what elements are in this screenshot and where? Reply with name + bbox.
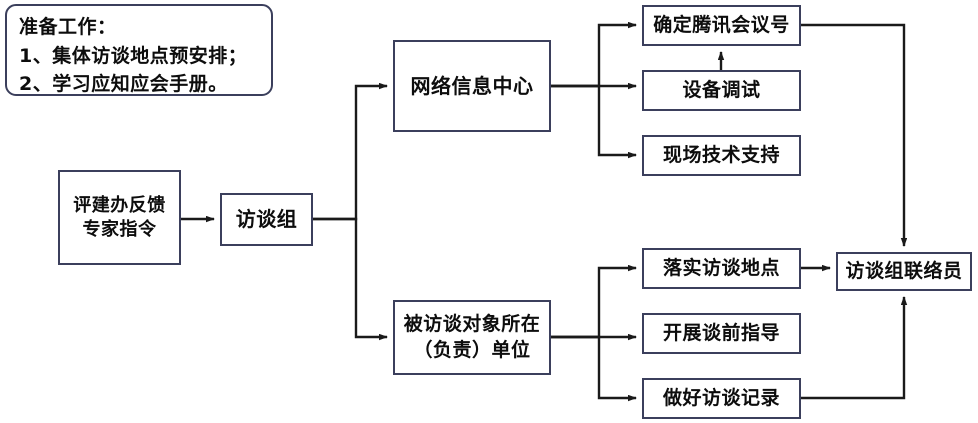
preparation-note-line-1: 准备工作： xyxy=(19,16,117,38)
node-pre-guidance[interactable]: 开展谈前指导 xyxy=(642,313,801,354)
node-meeting-id-label: 确定腾讯会议号 xyxy=(653,13,790,36)
node-network-center[interactable]: 网络信息中心 xyxy=(393,40,551,132)
node-network-center-label: 网络信息中心 xyxy=(410,73,534,98)
node-meeting-id[interactable]: 确定腾讯会议号 xyxy=(642,5,801,46)
edge-meetingid-to-liaison xyxy=(801,23,908,247)
node-interviewee-unit[interactable]: 被访谈对象所在 （负责）单位 xyxy=(393,300,551,375)
edge-netcenter-to-meetingid xyxy=(551,21,637,88)
edge-record-to-liaison xyxy=(801,296,908,400)
node-liaison[interactable]: 访谈组联络员 xyxy=(836,252,972,291)
node-device-debug-label: 设备调试 xyxy=(682,78,761,101)
node-record-label: 做好访谈记录 xyxy=(662,386,780,409)
preparation-note-line-2: 1、集体访谈地点预安排； xyxy=(19,44,248,67)
edge-unit-to-venue xyxy=(551,264,637,339)
node-interview-group-label: 访谈组 xyxy=(235,207,298,232)
node-device-debug[interactable]: 设备调试 xyxy=(642,70,801,111)
node-venue[interactable]: 落实访谈地点 xyxy=(642,248,801,289)
edge-group-to-unit xyxy=(313,217,388,341)
node-record[interactable]: 做好访谈记录 xyxy=(642,378,801,419)
node-onsite-support-label: 现场技术支持 xyxy=(662,143,780,166)
node-onsite-support[interactable]: 现场技术支持 xyxy=(642,135,801,176)
node-interview-group[interactable]: 访谈组 xyxy=(220,193,313,246)
node-start-label: 评建办反馈 专家指令 xyxy=(73,194,166,240)
node-liaison-label: 访谈组联络员 xyxy=(845,259,963,282)
node-pre-guidance-label: 开展谈前指导 xyxy=(662,321,780,344)
preparation-note-line-3: 2、学习应知应会手册。 xyxy=(19,73,228,95)
node-interviewee-unit-label: 被访谈对象所在 （负责）单位 xyxy=(403,313,541,361)
node-start[interactable]: 评建办反馈 专家指令 xyxy=(58,170,181,265)
edge-netcenter-to-support xyxy=(551,84,637,159)
edge-group-to-netcenter xyxy=(313,82,388,221)
node-venue-label: 落实访谈地点 xyxy=(662,256,780,279)
preparation-note: 准备工作： 1、集体访谈地点预安排； 2、学习应知应会手册。 xyxy=(5,4,273,96)
edge-unit-to-record xyxy=(551,335,637,402)
